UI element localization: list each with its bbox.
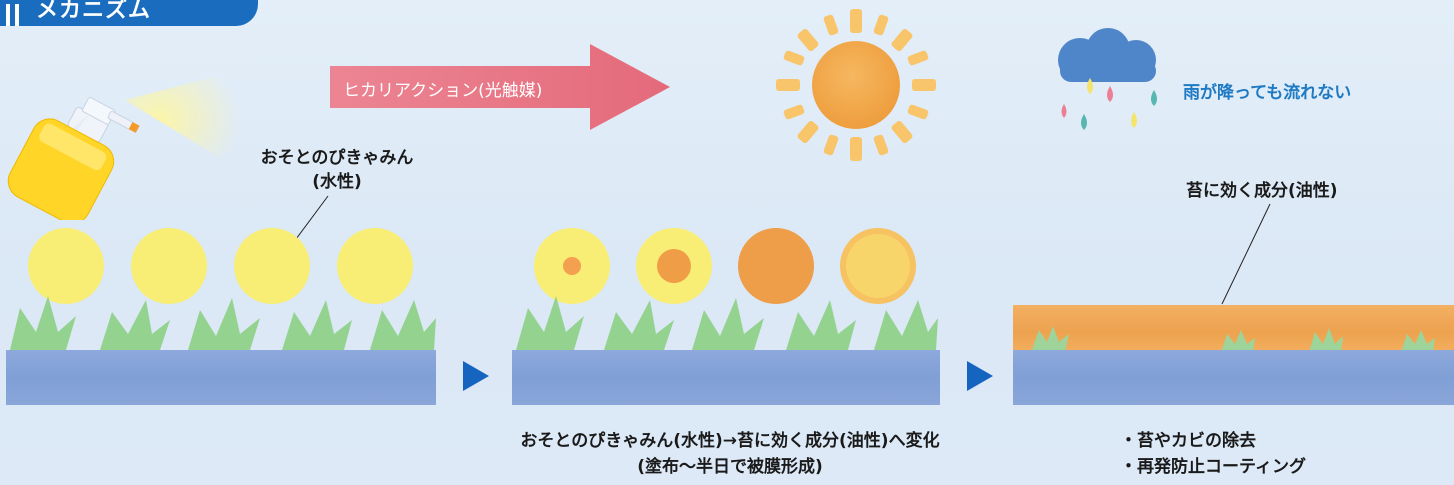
header-bars-decoration [6,4,26,26]
panel-transforming [508,220,940,410]
oily-core [563,257,581,275]
droplet [131,228,207,304]
section-header [0,0,258,26]
droplet [28,228,104,304]
ground-layer [1013,350,1454,405]
oily-pointer-line [1221,203,1271,305]
ground-layer [512,350,940,405]
right-caption-line2: ・再発防止コーティング [1120,457,1306,477]
photocatalyst-label: ヒカリアクション(光触媒) [343,81,543,101]
moss-grass [10,296,436,350]
oily-label: 苔に効く成分(油性) [1186,181,1338,201]
droplet [337,228,413,304]
spray-bottle-icon [7,70,240,220]
moss-under-coating [1031,326,1435,352]
moss-grass [516,296,938,350]
middle-caption-line1: おそとのぴきゃみん(水性)→苔に効く成分(油性)へ変化 [520,431,940,451]
next-step-icon [967,361,993,391]
droplet-inner [846,234,910,298]
transforming-droplets-group [516,228,938,350]
spray-label-line2: (水性) [312,172,362,192]
spray-label-line1: おそとのぴきゃみん [260,148,414,168]
oily-core [657,249,691,283]
right-caption-line1: ・苔やカビの除去 [1120,431,1256,451]
middle-caption: おそとのぴきゃみん(水性)→苔に効く成分(油性)へ変化 (塗布〜半日で被膜形成) [420,428,1040,480]
droplets-group [10,228,436,350]
spray-label: おそとのぴきゃみん (水性) [232,146,442,194]
rain-cloud-icon [1058,28,1157,130]
rain-label: 雨が降っても流れない [1183,83,1352,103]
oily-droplet [738,228,814,304]
panel-applied [0,220,440,410]
panel-coated [1013,300,1454,410]
ground-layer [6,350,436,405]
section-title: メカニズム [36,0,152,23]
right-caption: ・苔やカビの除去 ・再発防止コーティング [1120,428,1306,480]
next-step-icon [463,361,489,391]
droplet [234,228,310,304]
photocatalyst-arrow [330,44,670,130]
middle-caption-line2: (塗布〜半日で被膜形成) [637,457,823,477]
sun-icon [776,9,936,161]
